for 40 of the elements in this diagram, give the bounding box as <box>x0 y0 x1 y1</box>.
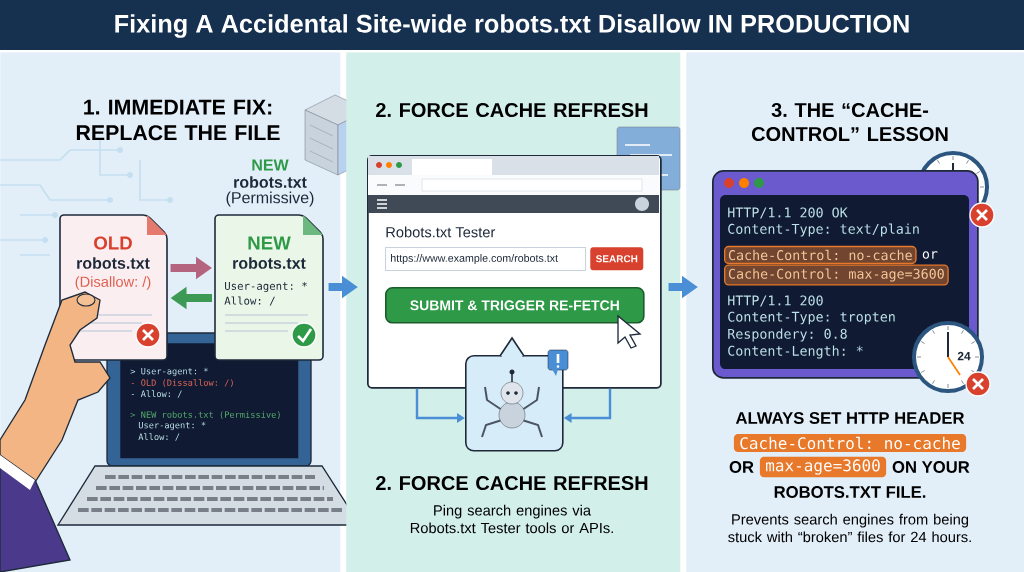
url-field: https://www.example.com/robots.txt <box>385 247 587 272</box>
file-caption: robots.txt <box>234 176 307 188</box>
file-text: robots.txt <box>77 257 150 269</box>
terminal-line: Content-Type: text/plain <box>728 223 919 237</box>
terminal-line: or <box>922 251 938 259</box>
terminal-line: HTTP/1.1 200 OK <box>728 207 848 219</box>
terminal-line: > NEW robots.txt (Permissive) <box>130 411 280 419</box>
file-caption: (Permissive) <box>226 191 314 207</box>
panel-heading: 1. IMMEDIATE FIX: REPLACE THE FILE <box>76 99 280 141</box>
file-text: Allow: / <box>224 296 275 306</box>
terminal-line: Content-Length: * <box>728 345 863 359</box>
terminal-line: - Allow: / <box>131 390 182 398</box>
terminal-line: Respondery: 0.8 <box>728 328 847 342</box>
file-text: OLD <box>94 236 132 250</box>
tip-text: ON YOUR <box>892 461 970 473</box>
terminal-line: Allow: / <box>138 433 180 441</box>
description-text: Ping search engines via Robots.txt Tester tools or APIs. <box>410 504 613 534</box>
panel-heading: 2. FORCE CACHE REFRESH <box>376 102 648 118</box>
clock-label: 24 <box>957 351 971 361</box>
tip-text: ALWAYS SET HTTP HEADER <box>735 412 965 424</box>
terminal-line: Content-Type: tropten <box>728 311 895 325</box>
panel-heading: 3. THE “CACHE-CONTROL” LESSON <box>751 102 948 142</box>
terminal-line: > User-agent: * <box>130 367 208 377</box>
page-heading: Robots.txt Tester <box>386 226 496 238</box>
terminal-line: HTTP/1.1 200 <box>728 295 823 307</box>
panel-heading: 2. FORCE CACHE REFRESH <box>376 475 648 491</box>
description-text: Prevents search engines from being stuck with “broken” files for 24 hours. <box>728 513 971 543</box>
tip-text: OR <box>729 461 754 473</box>
file-text: (Disallow: /) <box>75 276 151 290</box>
submit-button: SUBMIT & TRIGGER RE-FETCH <box>385 287 645 324</box>
highlight-pill: Cache-Control: no-cache <box>733 434 967 452</box>
tip-text: ROBOTS.TXT FILE. <box>774 486 926 498</box>
file-text: NEW <box>248 236 291 250</box>
search-button: SEARCH <box>590 247 644 271</box>
file-caption: NEW <box>252 159 289 171</box>
terminal-line: User-agent: * <box>138 421 206 431</box>
title: Fixing A Accidental Site-wide robots.txt Disallow IN PRODUCTION <box>115 14 909 38</box>
terminal-line: - OLD (Dissallow: /) <box>131 379 233 387</box>
file-text: robots.txt <box>233 257 306 269</box>
file-text: User-agent: * <box>225 281 307 293</box>
